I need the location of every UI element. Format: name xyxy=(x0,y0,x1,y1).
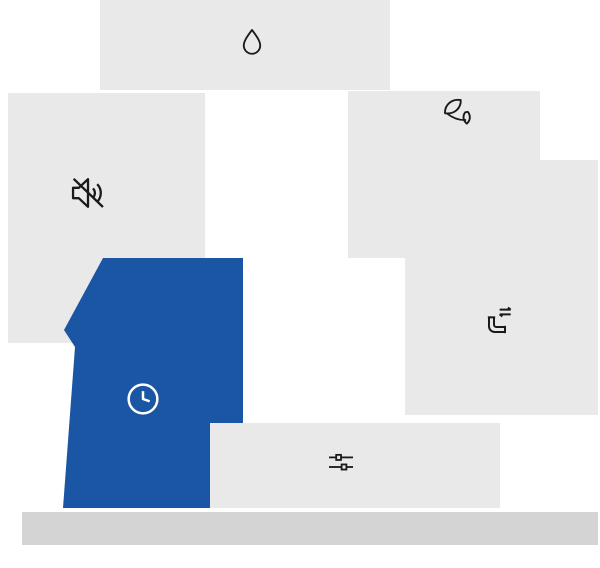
tile-water[interactable] xyxy=(100,0,390,90)
leaves-icon xyxy=(443,98,471,125)
clock-icon xyxy=(127,383,159,415)
tile-settings[interactable] xyxy=(210,423,500,508)
scrollbar-track[interactable] xyxy=(22,512,598,545)
sliders-icon xyxy=(329,453,353,471)
speaker-mute-icon xyxy=(71,177,104,208)
time-tile-shape xyxy=(63,258,251,508)
tile-connection[interactable] xyxy=(405,160,598,415)
tile-time[interactable] xyxy=(55,255,260,512)
water-drop-icon xyxy=(242,29,262,55)
connection-swap-icon xyxy=(487,306,512,334)
